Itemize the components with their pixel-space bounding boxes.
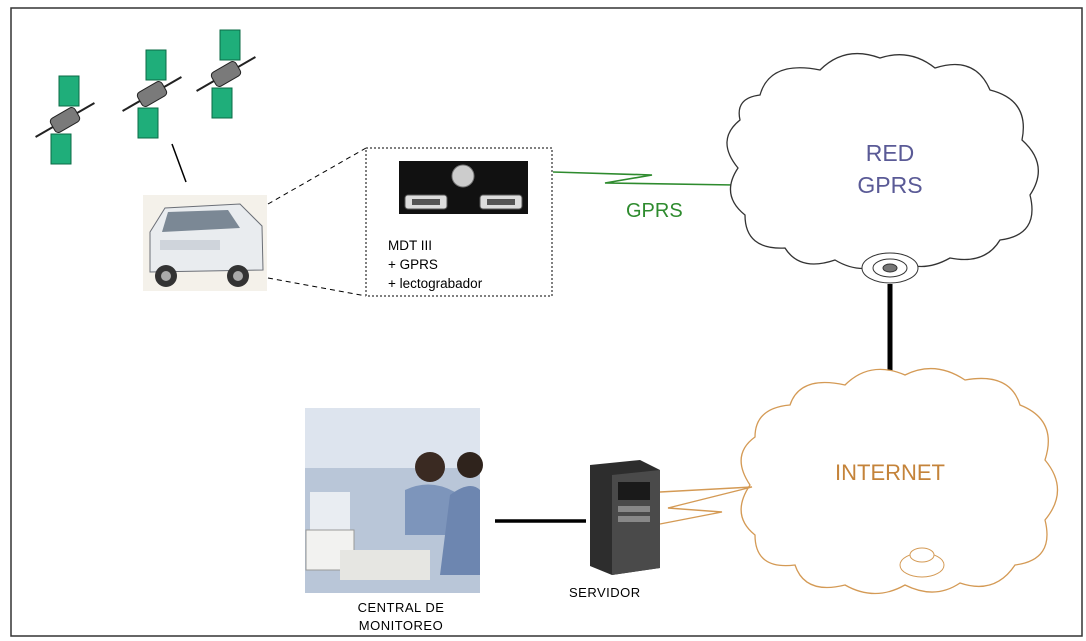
van-image xyxy=(143,195,267,291)
gprs-network-label: RED GPRS xyxy=(845,137,935,201)
gprs-network-label-line: RED xyxy=(865,140,915,166)
server-icon xyxy=(590,460,660,575)
central-label-line: MONITOREO xyxy=(358,618,444,633)
central-label: CENTRAL DE MONITOREO xyxy=(336,599,466,635)
gprs-link-label: GPRS xyxy=(626,200,683,222)
mdt-device-icon xyxy=(399,161,528,214)
gprs-cloud-icon xyxy=(726,52,1039,270)
internet-cloud-icon xyxy=(740,367,1058,595)
server-label: SERVIDOR xyxy=(569,585,641,600)
satellite-icon xyxy=(122,49,182,139)
device-caption-line: + GPRS xyxy=(388,257,438,272)
satellite-icon xyxy=(196,29,256,119)
zoom-line xyxy=(267,147,367,205)
monitoring-center-image xyxy=(305,408,483,593)
device-caption-line: MDT III xyxy=(388,238,433,253)
internet-antenna-icon xyxy=(899,547,945,578)
central-label-line: CENTRAL DE xyxy=(357,600,445,615)
antenna-icon xyxy=(861,252,919,284)
server-internet-link xyxy=(659,486,753,525)
device-box xyxy=(365,147,553,297)
satellite-link xyxy=(171,143,187,183)
device-caption-line: + lectograbador xyxy=(388,276,483,291)
gprs-network-label-line: GPRS xyxy=(857,172,923,198)
gprs-wireless-link xyxy=(552,171,736,186)
device-caption: MDT III + GPRS + lectograbador xyxy=(388,236,482,293)
zoom-line xyxy=(267,277,367,297)
satellite-icon xyxy=(35,75,95,165)
internet-label: INTERNET xyxy=(835,460,945,485)
